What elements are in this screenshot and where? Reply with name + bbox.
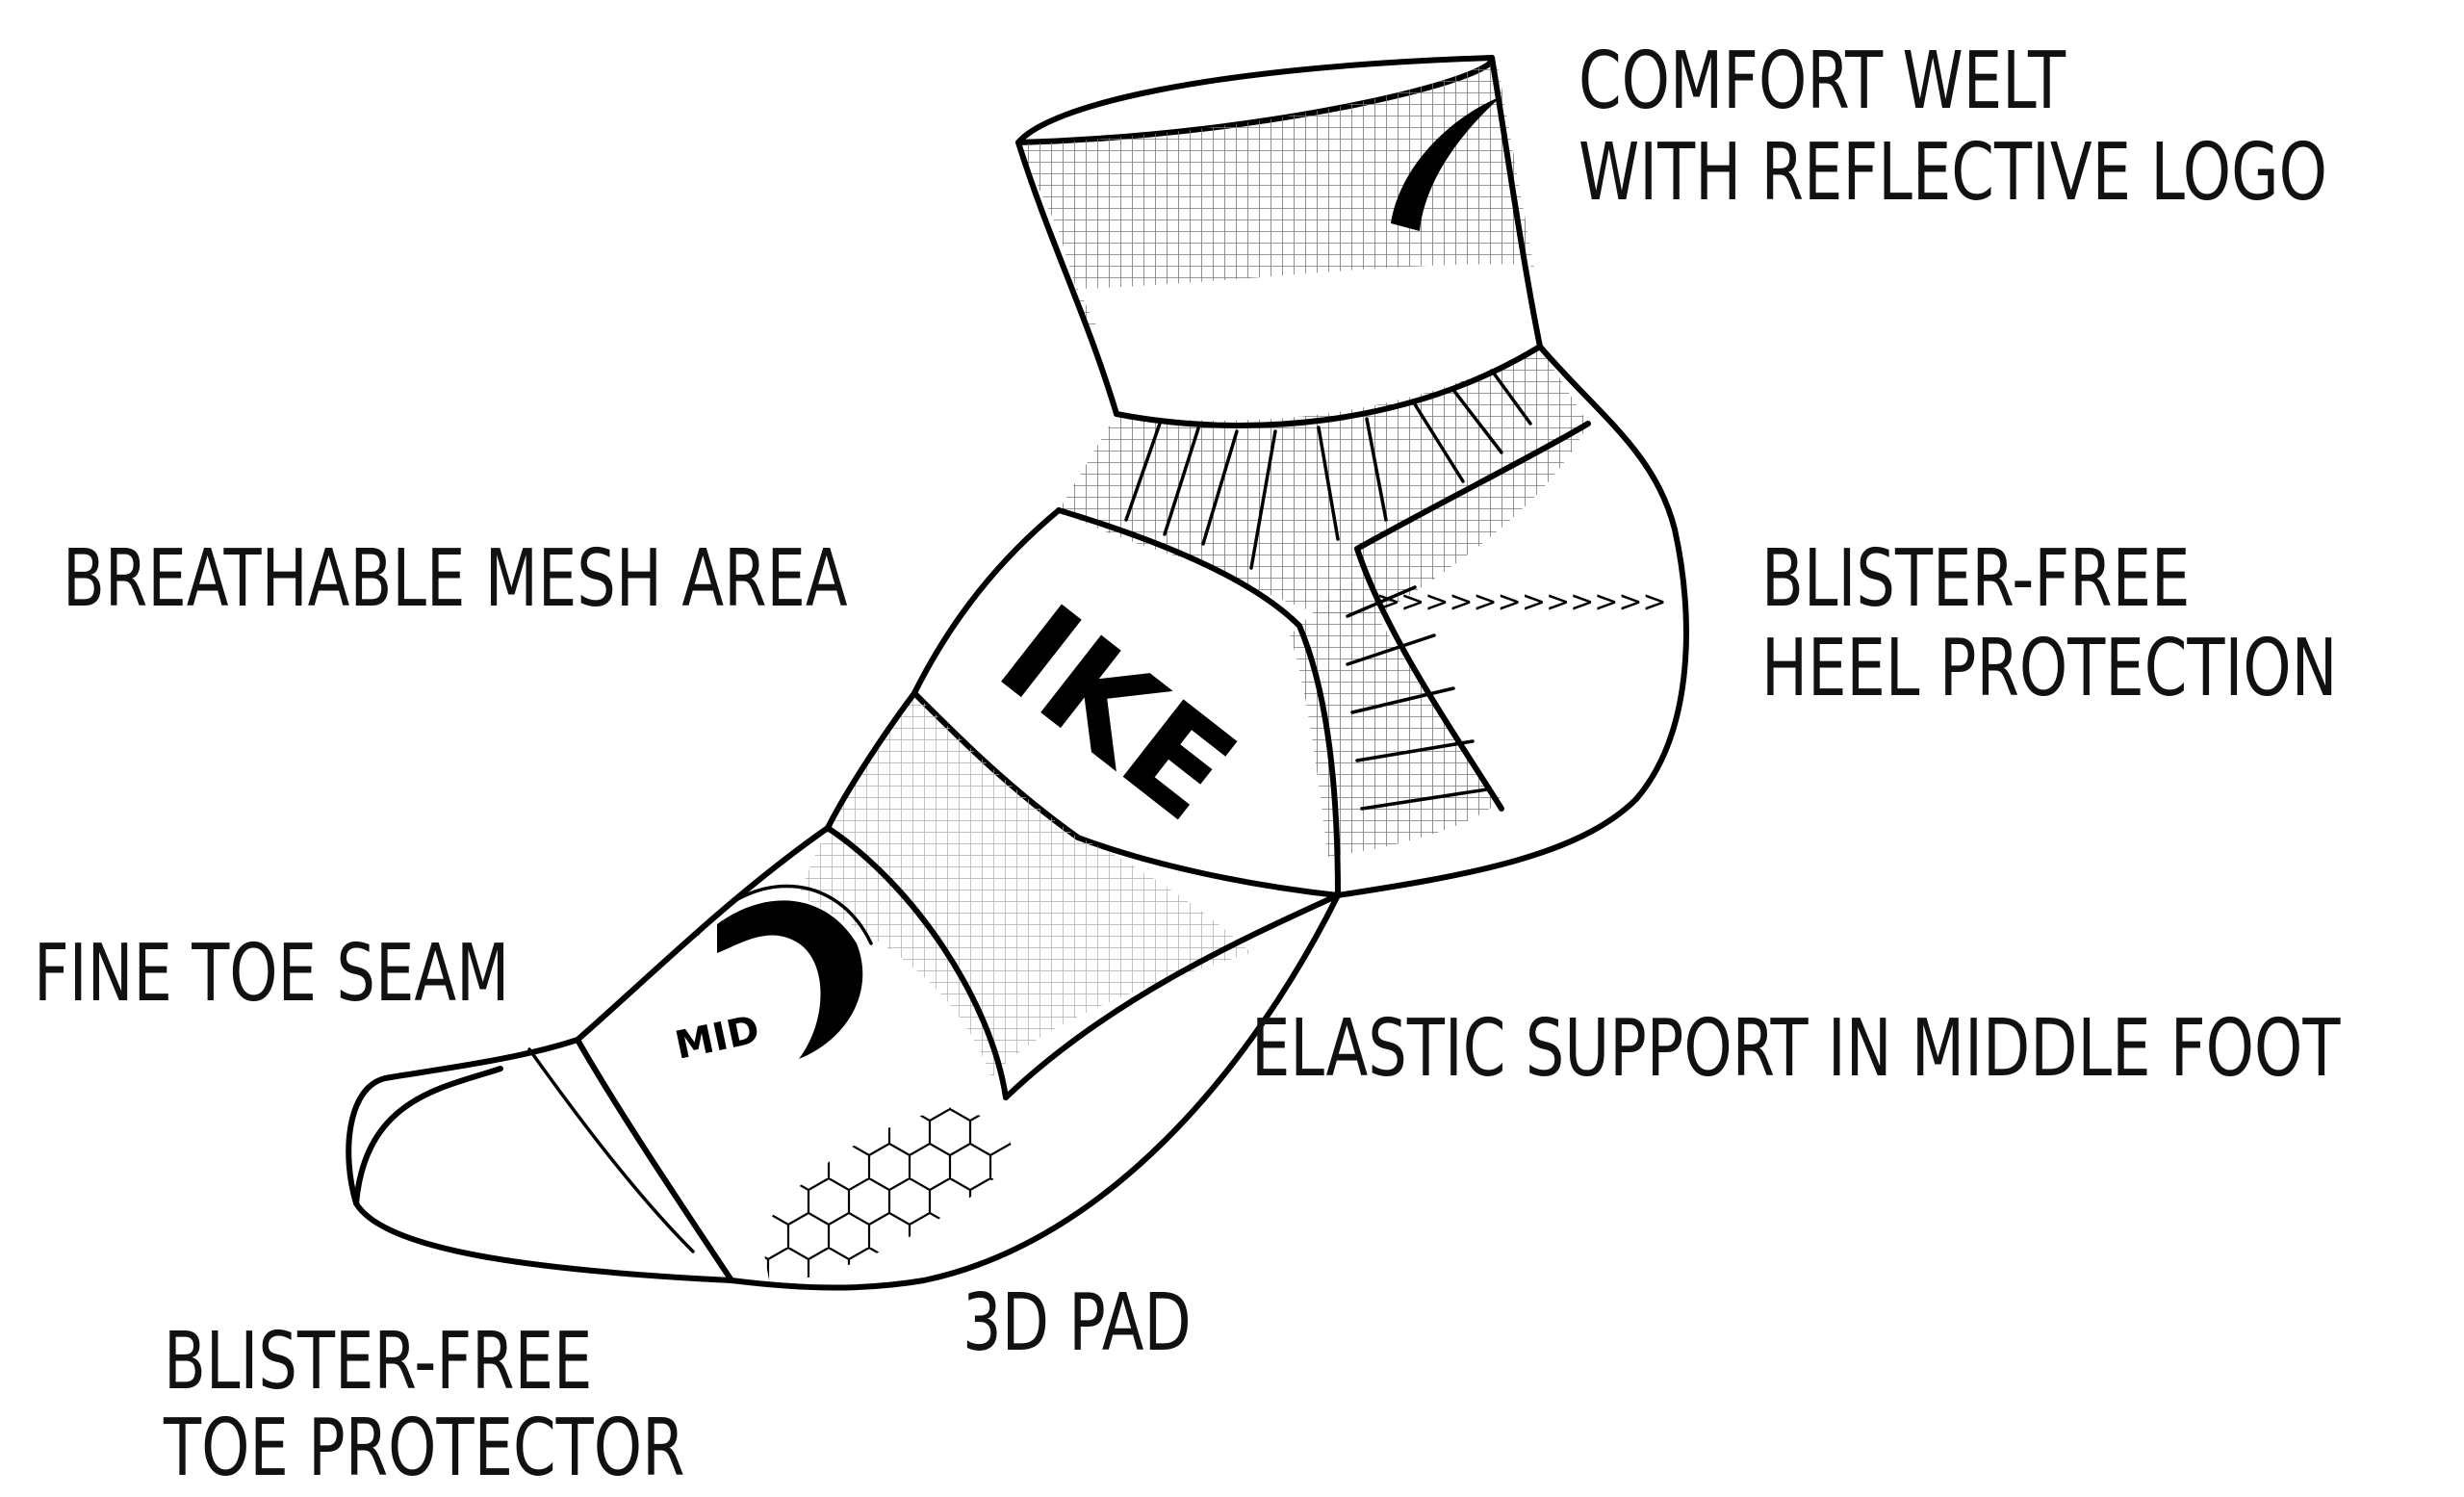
label-breathable-mesh: BREATHABLE MESH AREA (63, 533, 848, 625)
label-elastic-support: ELASTIC SUPPORT IN MIDDLE FOOT (1251, 1003, 2341, 1095)
midfoot-mesh (799, 693, 1251, 1078)
ankle-stripes (1124, 369, 1532, 570)
forefoot-swoosh (717, 900, 863, 1059)
reflective-logo (1391, 96, 1502, 231)
label-comfort-welt-1: COMFORT WELT (1578, 36, 2066, 127)
label-toe-2: TOE PROTECTOR (164, 1403, 685, 1494)
pad-3d-hex (760, 1107, 1014, 1285)
label-3d-pad: 3D PAD (962, 1278, 1192, 1369)
welt-mesh (1018, 60, 1535, 327)
label-toe-1: BLISTER-FREE (164, 1316, 593, 1407)
small-logo-text: MID (672, 1008, 764, 1069)
welt-white-band (1078, 264, 1538, 347)
label-fine-toe-seam: FINE TOE SEAM (34, 928, 510, 1020)
label-heel-1: BLISTER-FREE (1761, 533, 2191, 625)
label-heel-2: HEEL PROTECTION (1761, 623, 2338, 714)
label-comfort-welt-2: WITH REFLECTIVE LOGO (1578, 127, 2327, 219)
heel-mesh (1290, 578, 1502, 857)
heel-chevrons: >>>>>>>>>>>> (1376, 585, 1667, 619)
ankle-mesh (1059, 347, 1588, 622)
